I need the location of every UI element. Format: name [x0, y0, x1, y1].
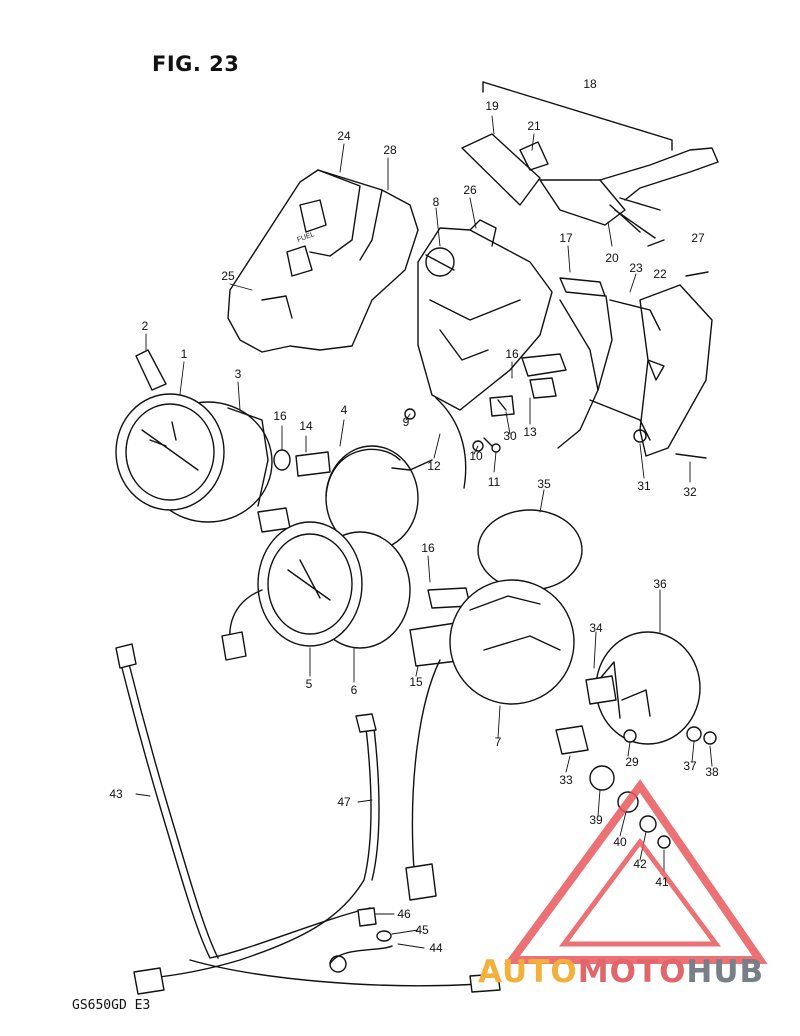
callout-42: 42: [633, 857, 647, 871]
callout-39: 39: [589, 813, 603, 827]
meter-case-part-7: [449, 509, 583, 705]
callout-44: 44: [429, 941, 443, 955]
tachometer-unit: [221, 521, 411, 661]
callout-10: 10: [469, 449, 483, 463]
callout-13: 13: [523, 425, 537, 439]
callout-12: 12: [427, 459, 441, 473]
callout-28: 28: [383, 143, 397, 157]
group-bracket-18: [482, 81, 673, 151]
callout-21: 21: [527, 119, 541, 133]
callout-25: 25: [221, 269, 235, 283]
callout-2: 2: [142, 319, 149, 333]
callout-16: 16: [421, 541, 435, 555]
callout-36: 36: [653, 577, 667, 591]
callout-47: 47: [337, 795, 351, 809]
wiring-harness-part: [461, 133, 719, 239]
callout-8: 8: [433, 195, 440, 209]
figure-title: FIG. 23: [152, 52, 240, 76]
callout-45: 45: [415, 923, 429, 937]
bulb-holders-left: [257, 449, 331, 533]
screws: [483, 239, 709, 459]
callout-11: 11: [488, 475, 501, 489]
logo-part-1: AUTO: [478, 954, 578, 990]
rubber-cup-part-4: [325, 445, 419, 551]
callout-17: 17: [559, 231, 573, 245]
callout-34: 34: [589, 621, 603, 635]
callout-41: 41: [655, 875, 669, 889]
bulb-sockets: [489, 277, 613, 449]
callout-9: 9: [403, 415, 410, 429]
meter-bracket-part: [417, 219, 553, 411]
watermark-triangle: [504, 779, 768, 964]
callout-32: 32: [683, 485, 697, 499]
callout-19: 19: [485, 99, 499, 113]
callout-40: 40: [613, 835, 627, 849]
callout-24: 24: [337, 129, 351, 143]
meter-cables: [115, 643, 501, 995]
callout-18: 18: [583, 77, 597, 91]
callout-14: 14: [299, 419, 313, 433]
callout-37: 37: [683, 759, 697, 773]
callout-22: 22: [653, 267, 667, 281]
callout-26: 26: [463, 183, 477, 197]
callout-1: 1: [181, 347, 188, 361]
logo-part-3: HUB: [686, 954, 765, 990]
callout-33: 33: [559, 773, 573, 787]
callout-29: 29: [625, 755, 639, 769]
callout-46: 46: [397, 907, 411, 921]
callout-27: 27: [691, 231, 705, 245]
meter-case-part-36: [585, 631, 701, 745]
meter-cover-part: FUEL: [227, 169, 419, 353]
callout-5: 5: [306, 677, 313, 691]
logo-part-2: MOTO: [577, 954, 687, 990]
callout-3: 3: [235, 367, 242, 381]
watermark-logo: AUTOMOTOHUB: [478, 954, 764, 990]
callout-16: 16: [273, 409, 287, 423]
callout-23: 23: [629, 261, 643, 275]
callout-35: 35: [537, 477, 551, 491]
callout-30: 30: [503, 429, 517, 443]
callout-20: 20: [605, 251, 619, 265]
speedometer-unit: [115, 393, 273, 523]
callout-43: 43: [109, 787, 123, 801]
leader-lines: [135, 115, 713, 949]
right-meter-housing: [589, 284, 713, 457]
bulb-part-2: [135, 349, 167, 391]
callout-7: 7: [495, 735, 502, 749]
callout-16: 16: [505, 347, 519, 361]
callout-4: 4: [341, 403, 348, 417]
callout-6: 6: [351, 683, 358, 697]
callout-31: 31: [637, 479, 651, 493]
callout-15: 15: [409, 675, 423, 689]
model-code: GS650GD E3: [72, 998, 151, 1013]
callout-38: 38: [705, 765, 719, 779]
